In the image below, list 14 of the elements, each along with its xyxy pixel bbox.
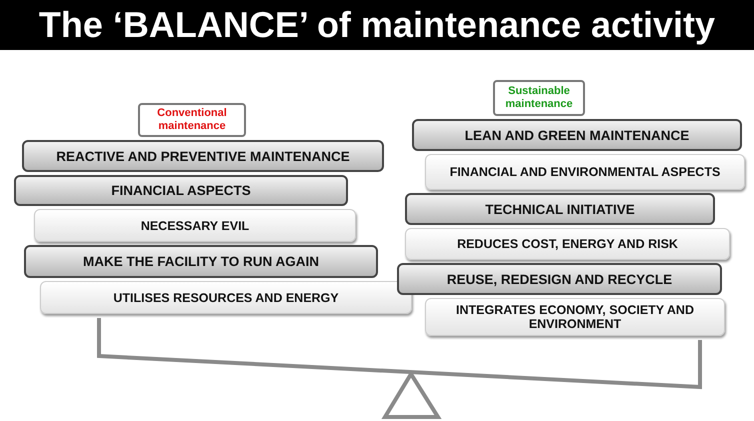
item-bar: FINANCIAL AND ENVIRONMENTAL ASPECTS xyxy=(425,154,745,190)
column-heading: Conventional maintenance xyxy=(138,103,246,137)
item-bar: INTEGRATES ECONOMY, SOCIETY AND ENVIRONMENT xyxy=(425,298,725,336)
item-bar: NECESSARY EVIL xyxy=(34,209,356,242)
item-bar: REDUCES COST, ENERGY AND RISK xyxy=(405,228,730,260)
column-heading: Sustainable maintenance xyxy=(493,80,585,116)
item-bar: UTILISES RESOURCES AND ENERGY xyxy=(40,281,412,314)
item-bar: FINANCIAL ASPECTS xyxy=(14,175,348,206)
item-bar: REUSE, REDESIGN AND RECYCLE xyxy=(397,263,722,295)
item-bar: LEAN AND GREEN MAINTENANCE xyxy=(412,119,742,151)
item-bar: TECHNICAL INITIATIVE xyxy=(405,193,715,225)
item-bar: MAKE THE FACILITY TO RUN AGAIN xyxy=(24,245,378,278)
item-bar: REACTIVE AND PREVENTIVE MAINTENANCE xyxy=(22,140,384,172)
title: The ‘BALANCE’ of maintenance activity xyxy=(0,0,754,50)
